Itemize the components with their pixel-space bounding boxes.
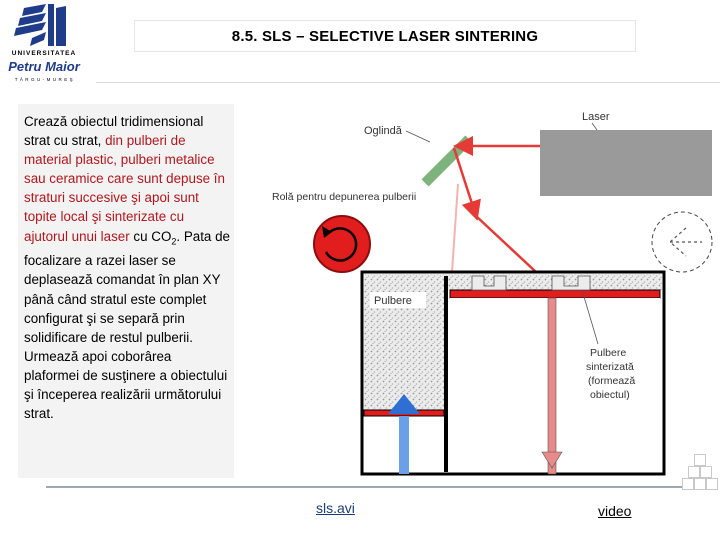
- sls-diagram-svg: Laser Oglindă Rolă pentru depunerea pulb…: [234, 111, 713, 476]
- description-part-1: Crează obiectul tridimensional strat cu …: [24, 114, 204, 149]
- description-highlight: din pulberi de material plastic, pulberi…: [24, 133, 225, 244]
- roller-active: [313, 215, 371, 273]
- description-subscript: 2: [171, 236, 177, 247]
- description-part-4: . Pata de focalizare a razei laser se de…: [24, 228, 230, 422]
- laser-beam-faint: [451, 183, 459, 273]
- description-part-3: cu CO: [129, 228, 172, 244]
- feed-piston-up-arrow-icon: [388, 394, 420, 414]
- footer-square-2: [694, 478, 706, 490]
- mirror-label-leader: [405, 130, 431, 143]
- description-text: Crează obiectul tridimensional strat cu …: [24, 112, 230, 423]
- logo-university-text: UNIVERSITATEA: [11, 50, 77, 57]
- page-title: 8.5. SLS – SELECTIVE LASER SINTERING: [231, 27, 539, 45]
- powder-reservoir: [364, 290, 444, 410]
- footer-square-6: [694, 454, 706, 466]
- build-piston: [547, 297, 557, 475]
- sintered-object-shape: [471, 275, 591, 291]
- feed-piston-shaft: [399, 416, 409, 474]
- roller-rotation-icon: [324, 227, 358, 262]
- label-laser: Laser: [582, 111, 610, 123]
- footer-divider: [46, 486, 696, 488]
- divider-wall: [444, 276, 448, 472]
- laser-label-leader: [591, 122, 598, 131]
- label-powder: Pulbere: [374, 295, 412, 307]
- title-box: 8.5. SLS – SELECTIVE LASER SINTERING: [134, 20, 636, 52]
- powder-top-layer: [364, 274, 662, 290]
- label-sintered-line4: obiectul): [590, 389, 630, 401]
- footer-square-4: [688, 466, 700, 478]
- video-link[interactable]: video: [598, 503, 632, 519]
- footer-square-1: [682, 478, 694, 490]
- build-platform: [449, 289, 661, 299]
- powder-label-bg: [370, 292, 426, 308]
- label-sintered-line3: (formează: [588, 375, 635, 387]
- label-sintered-line1: Pulbere: [590, 347, 626, 359]
- description-panel: Crează obiectul tridimensional strat cu …: [18, 104, 234, 478]
- footer-square-3: [706, 478, 718, 490]
- label-sintered-line2: sinterizată: [586, 361, 634, 373]
- logo-name-text: Petru Maior: [8, 59, 80, 74]
- label-roller: Rolă pentru depunerea pulberii: [272, 191, 416, 203]
- laser-beam-reflected: [475, 215, 537, 273]
- logo-emblem-icon: [14, 4, 66, 46]
- title-divider: [96, 82, 720, 83]
- sls-video-file-link[interactable]: sls.avi: [316, 500, 355, 516]
- label-mirror: Oglindă: [364, 125, 403, 137]
- logo-city-text: T Â R G U - M U R E Ş: [14, 77, 74, 82]
- roller-ghost: [651, 211, 713, 273]
- laser-body: [540, 130, 712, 196]
- university-logo: UNIVERSITATEA Petru Maior T Â R G U - M …: [2, 2, 86, 88]
- sls-diagram: Laser Oglindă Rolă pentru depunerea pulb…: [234, 104, 714, 484]
- roller-ghost-arrow-icon: [669, 227, 687, 257]
- piston-down-arrow-icon: [541, 451, 563, 469]
- laser-beam-down: [452, 147, 481, 221]
- roller-rotation-arrowhead: [322, 226, 332, 238]
- footer-square-5: [700, 466, 712, 478]
- sintered-label-leader: [581, 289, 599, 345]
